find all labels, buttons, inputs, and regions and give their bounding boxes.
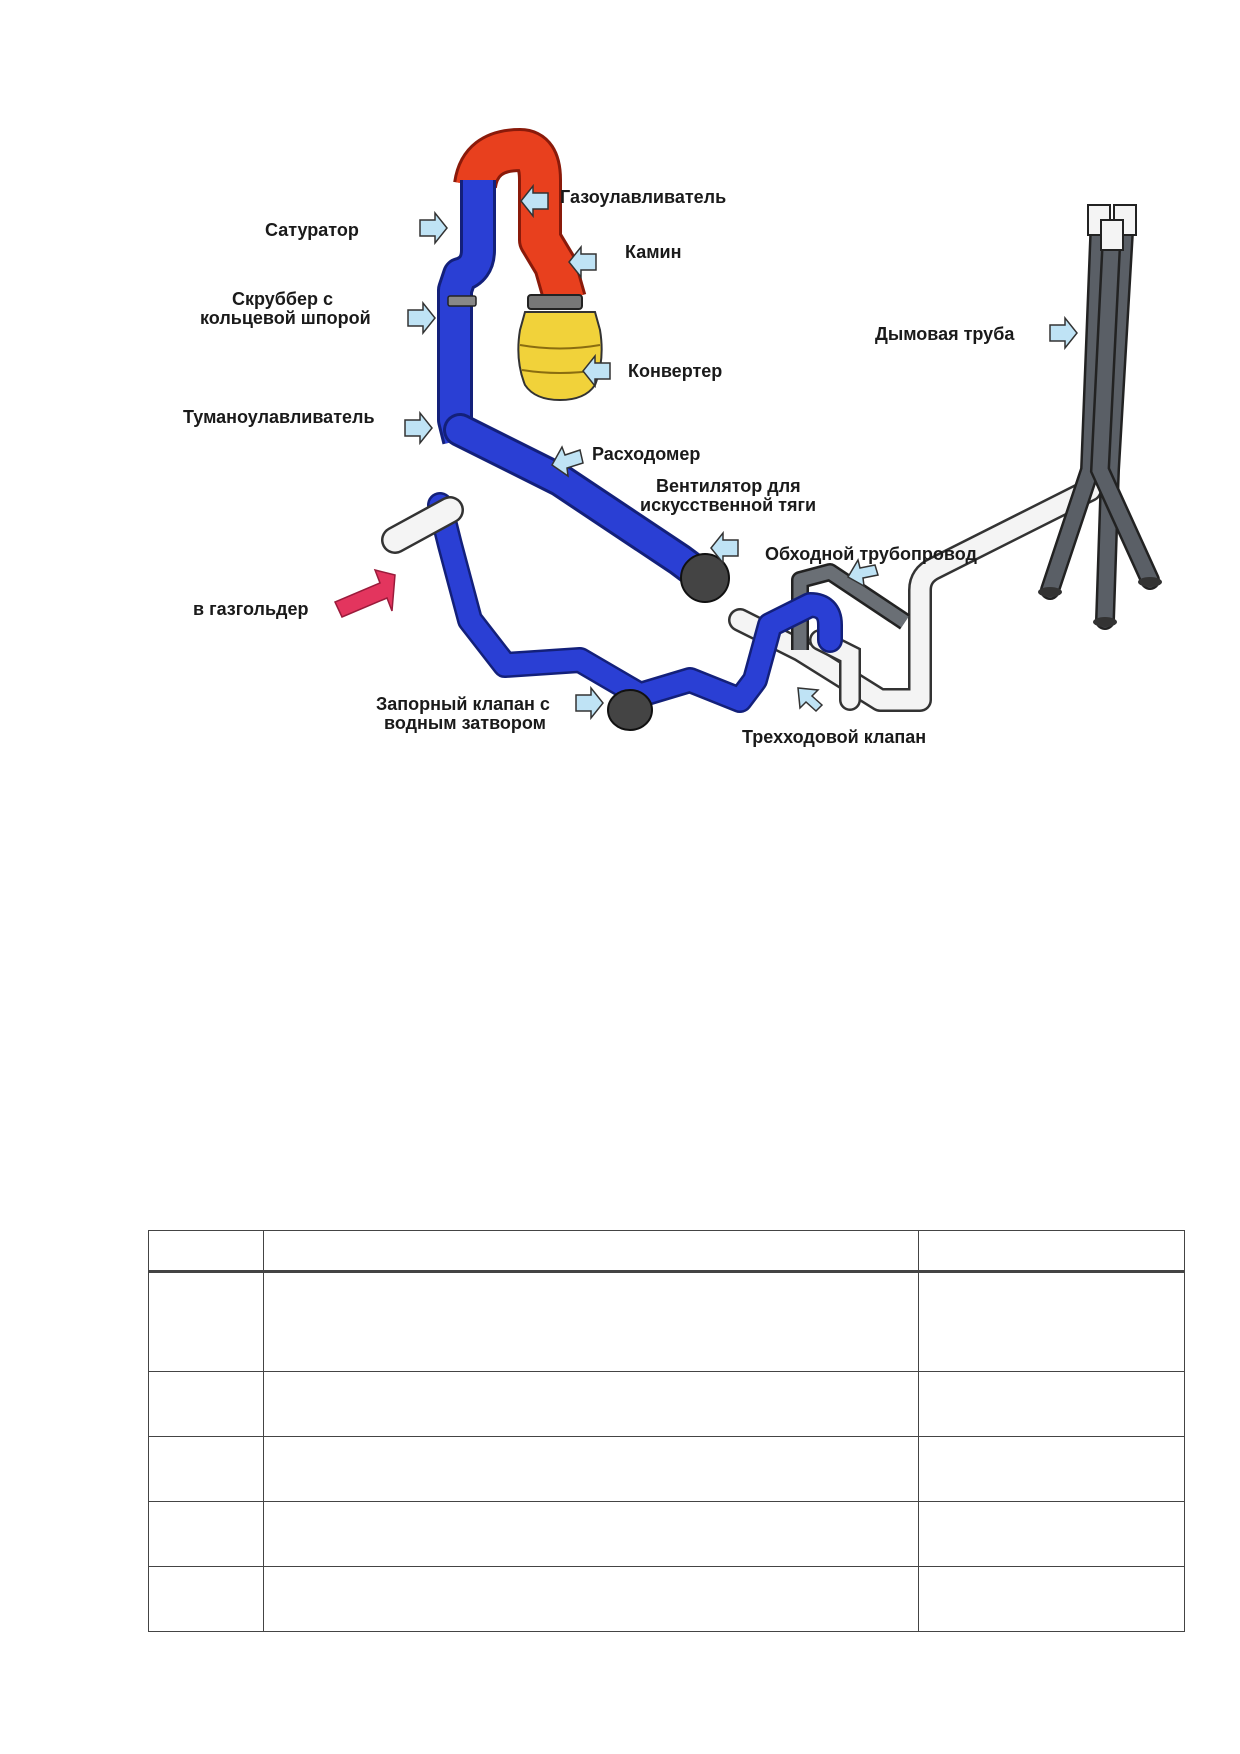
main-blue-duct [443, 413, 730, 603]
table-cell[interactable] [148, 1271, 264, 1372]
table-cell[interactable] [148, 1371, 264, 1437]
label-chimney: Дымовая труба [875, 324, 1015, 344]
table-cell[interactable] [918, 1436, 1185, 1502]
empty-table-container [148, 1230, 1185, 1632]
table-cell[interactable] [263, 1566, 919, 1632]
table-cell[interactable] [148, 1230, 264, 1273]
label-scrubber-line1: Скруббер с [232, 289, 333, 309]
label-three-way-valve: Трехходовой клапан [742, 727, 926, 747]
label-mist-catcher: Туманоулавливатель [183, 407, 375, 427]
table-row [148, 1566, 1185, 1632]
table-cell[interactable] [918, 1230, 1185, 1273]
table-row [148, 1436, 1185, 1502]
label-gas-catcher: Газоулавливатель [560, 187, 726, 207]
label-fan-line2: искусственной тяги [640, 495, 816, 515]
table-row [148, 1371, 1185, 1437]
table-cell[interactable] [918, 1271, 1185, 1372]
label-fireplace: Камин [625, 242, 681, 262]
table-cell[interactable] [918, 1501, 1185, 1567]
gasholder-arrow [333, 568, 396, 618]
table-cell[interactable] [148, 1501, 264, 1567]
label-valve-line2: водным затвором [384, 713, 546, 733]
table-cell[interactable] [148, 1566, 264, 1632]
label-valve-line1: Запорный клапан с [376, 694, 550, 714]
gas-catcher-pipe [453, 128, 587, 310]
empty-table [148, 1230, 1185, 1632]
table-cell[interactable] [918, 1371, 1185, 1437]
table-cell[interactable] [148, 1436, 264, 1502]
table-cell[interactable] [263, 1271, 919, 1372]
table-row [148, 1230, 1185, 1273]
saturator-pipe [437, 180, 496, 445]
table-cell[interactable] [918, 1566, 1185, 1632]
label-converter: Конвертер [628, 361, 722, 381]
table-cell[interactable] [263, 1436, 919, 1502]
gas-recovery-diagram: Сатуратор Газоулавливатель Камин Скруббе… [183, 128, 1162, 747]
table-row [148, 1271, 1185, 1372]
label-bypass: Обходной трубопровод [765, 544, 977, 564]
label-saturator: Сатуратор [265, 220, 359, 240]
label-to-gasholder: в газгольдер [193, 599, 308, 619]
label-scrubber-line2: кольцевой шпорой [200, 308, 371, 328]
table-cell[interactable] [263, 1230, 919, 1273]
table-cell[interactable] [263, 1501, 919, 1567]
label-flowmeter: Расходомер [592, 444, 700, 464]
table-cell[interactable] [263, 1371, 919, 1437]
label-fan-line1: Вентилятор для [656, 476, 801, 496]
table-row [148, 1501, 1185, 1567]
pointer-arrows [404, 183, 1078, 721]
return-blue-pipe [381, 492, 843, 731]
chimney [1038, 204, 1162, 630]
converter [517, 311, 603, 402]
diagram-labels: Сатуратор Газоулавливатель Камин Скруббе… [183, 187, 1015, 747]
